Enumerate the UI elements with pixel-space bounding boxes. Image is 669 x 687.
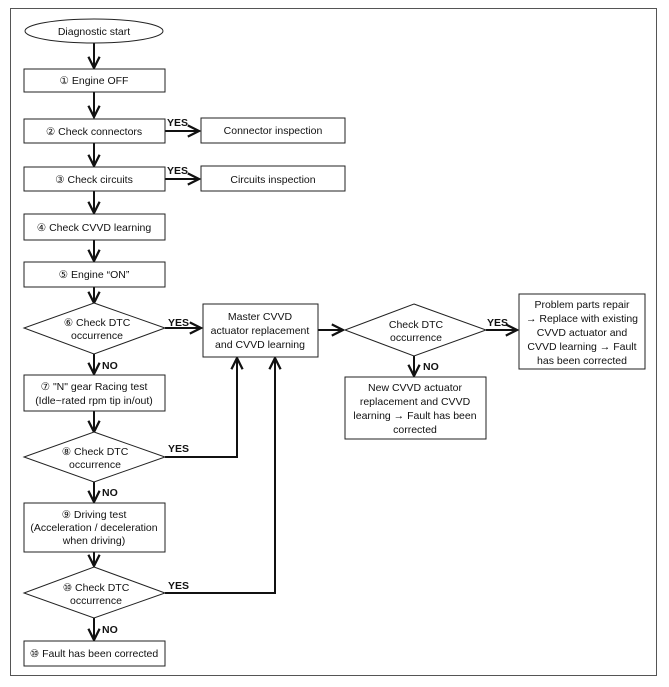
circuits-inspection-label: Circuits inspection <box>230 174 315 186</box>
new-cvvd-line2: replacement and CVVD <box>360 396 471 408</box>
label-no-d8: NO <box>102 487 118 499</box>
step-check-cvvd-learning-box <box>23 213 166 241</box>
connectors <box>94 43 517 640</box>
decision-8-line1: ⑧ Check DTC <box>62 446 129 458</box>
label-yes-d10: YES <box>168 580 189 592</box>
connector-inspection-label: Connector inspection <box>224 125 323 137</box>
new-cvvd-line4: corrected <box>393 424 437 436</box>
new-cvvd-line1: New CVVD actuator <box>368 382 462 394</box>
step-engine-on-label: ⑤ Engine “ON” <box>59 269 130 281</box>
step-check-cvvd-learning: ④ Check CVVD learning <box>23 213 166 241</box>
decision-check-dtc-10: ⑩ Check DTC occurrence <box>22 566 167 619</box>
master-cvvd-line2: actuator replacement <box>211 325 310 337</box>
label-yes-dr: YES <box>487 317 508 329</box>
decision-10-diamond <box>22 566 167 619</box>
new-cvvd-line3: learning → Fault has been <box>353 410 476 422</box>
master-cvvd-line1: Master CVVD <box>228 311 293 323</box>
master-cvvd-box <box>202 303 319 358</box>
decision-right-line2: occurrence <box>390 332 442 344</box>
decision-6-line1: ⑥ Check DTC <box>64 317 131 329</box>
step-engine-on: ⑤ Engine “ON” <box>23 261 166 288</box>
circuits-inspection-box <box>200 165 346 192</box>
step-check-connectors-box <box>23 118 166 144</box>
connector-inspection: Connector inspection <box>200 117 346 144</box>
decision-6-line2: occurrence <box>71 330 123 342</box>
decision-check-dtc-6: ⑥ Check DTC occurrence <box>22 302 167 355</box>
label-no-d6: NO <box>102 360 118 372</box>
step-engine-on-box <box>23 261 166 288</box>
step-fault-corrected-box <box>23 640 166 667</box>
start-ellipse <box>24 18 164 44</box>
label-yes-d8: YES <box>168 443 189 455</box>
step-fault-corrected-label: ⑩ Fault has been corrected <box>30 648 159 660</box>
step-check-circuits: ③ Check circuits <box>23 166 166 192</box>
decision-10-line2: occurrence <box>70 595 122 607</box>
step-engine-off: ① Engine OFF <box>23 68 166 93</box>
step-driving-test: ⑨ Driving test (Acceleration / decelerat… <box>23 502 166 553</box>
problem-parts-box <box>518 293 646 370</box>
step-driving-line1: ⑨ Driving test <box>62 509 127 521</box>
decision-10-line1: ⑩ Check DTC <box>63 582 130 594</box>
label-no-d10: NO <box>102 624 118 636</box>
decision-6-diamond <box>22 302 167 355</box>
step-driving-line2: (Acceleration / deceleration <box>30 522 157 534</box>
step-n-gear-racing-test: ⑦ "N" gear Racing test (Idle~rated rpm t… <box>23 374 166 412</box>
label-yes-connectors: YES <box>167 117 188 129</box>
step-engine-off-box <box>23 68 166 93</box>
step-check-cvvd-learning-label: ④ Check CVVD learning <box>37 222 152 234</box>
problem-parts-line4: CVVD learning → Fault <box>527 341 636 353</box>
circuits-inspection: Circuits inspection <box>200 165 346 192</box>
step-check-connectors: ② Check connectors <box>23 118 166 144</box>
step-check-connectors-label: ② Check connectors <box>46 126 142 138</box>
decision-8-diamond <box>22 431 167 483</box>
decision-8-line2: occurrence <box>69 459 121 471</box>
start-node: Diagnostic start <box>24 18 164 44</box>
step-check-circuits-box <box>23 166 166 192</box>
master-cvvd-replacement: Master CVVD actuator replacement and CVV… <box>202 303 319 358</box>
arrow-d8-yes <box>165 358 237 458</box>
step-n-gear-line2: (Idle~rated rpm tip in/out) <box>35 395 153 407</box>
step-engine-off-label: ① Engine OFF <box>60 75 129 87</box>
master-cvvd-line3: and CVVD learning <box>215 339 305 351</box>
decision-right-diamond <box>343 303 488 357</box>
arrow-d10-yes <box>165 358 275 594</box>
problem-parts-line1: Problem parts repair <box>534 299 630 311</box>
step-n-gear-box <box>23 374 166 412</box>
label-yes-circuits: YES <box>167 165 188 177</box>
new-cvvd-box <box>344 376 487 440</box>
problem-parts-repair: Problem parts repair → Replace with exis… <box>518 293 646 370</box>
decision-right-line1: Check DTC <box>389 319 444 331</box>
label-yes-d6: YES <box>168 317 189 329</box>
label-no-dr: NO <box>423 361 439 373</box>
problem-parts-line2: → Replace with existing <box>526 313 638 325</box>
connector-inspection-box <box>200 117 346 144</box>
decision-check-dtc-right: Check DTC occurrence <box>343 303 488 357</box>
problem-parts-line3: CVVD actuator and <box>537 327 628 339</box>
step-fault-corrected: ⑩ Fault has been corrected <box>23 640 166 667</box>
start-label: Diagnostic start <box>58 26 130 38</box>
diagram-frame <box>10 8 657 676</box>
problem-parts-line5: has been corrected <box>537 355 627 367</box>
edge-labels: YES YES YES NO YES NO YES NO YES NO <box>102 117 508 636</box>
step-check-circuits-label: ③ Check circuits <box>55 174 133 186</box>
step-n-gear-line1: ⑦ "N" gear Racing test <box>41 381 148 393</box>
decision-check-dtc-8: ⑧ Check DTC occurrence <box>22 431 167 483</box>
new-cvvd-replacement: New CVVD actuator replacement and CVVD l… <box>344 376 487 440</box>
step-driving-line3: when driving) <box>62 535 125 547</box>
step-driving-box <box>23 502 166 553</box>
